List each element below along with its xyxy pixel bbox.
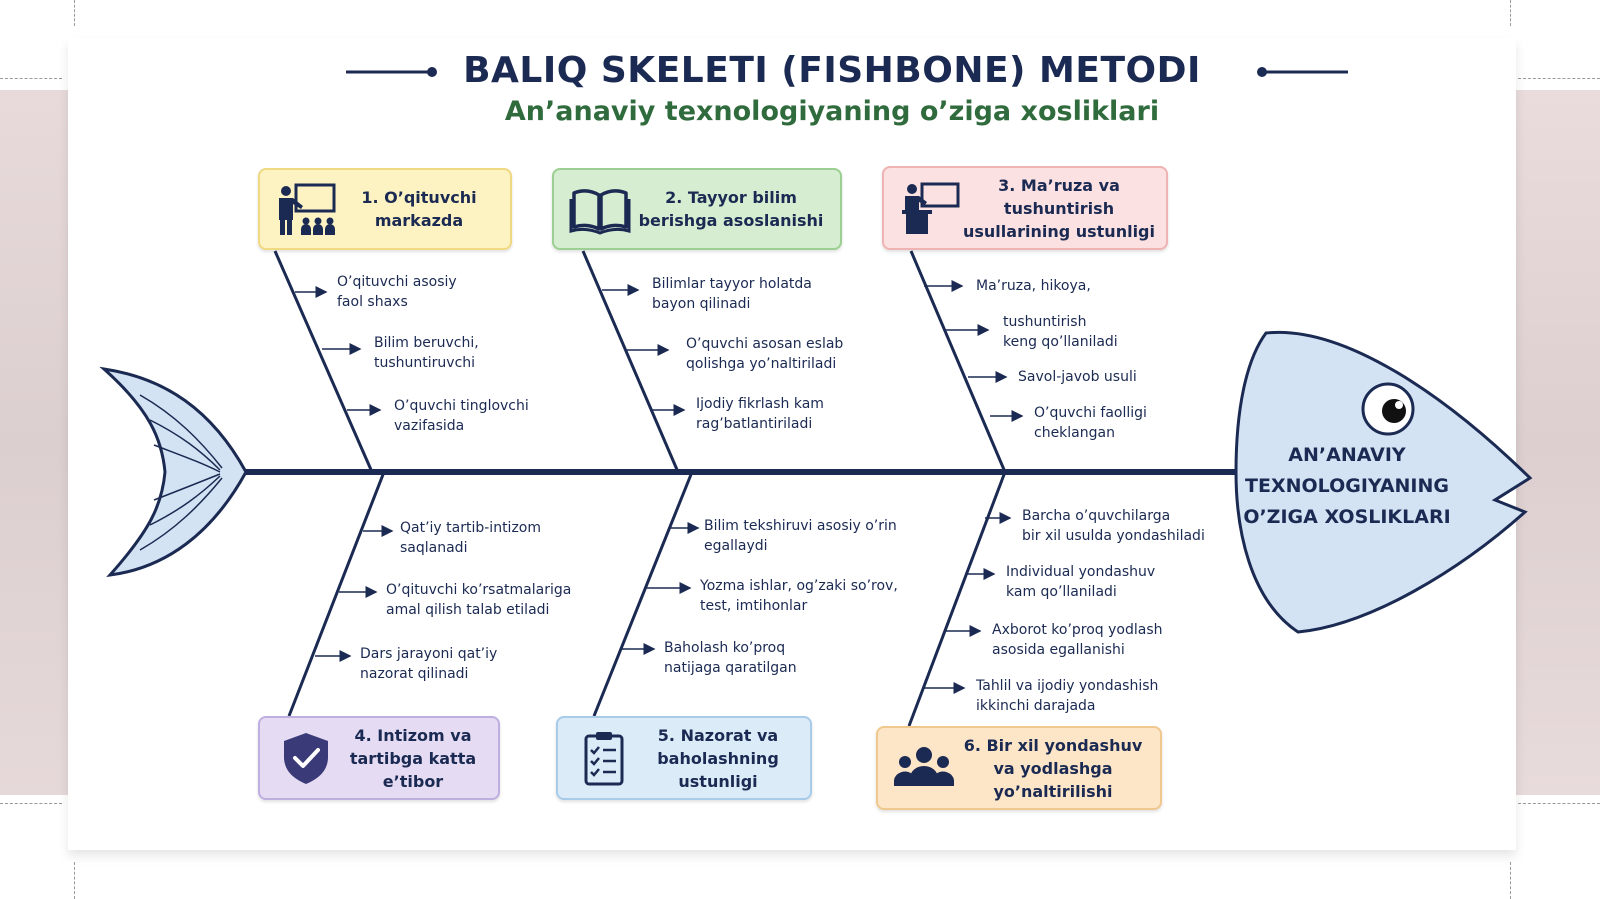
right-backdrop [1510,90,1600,795]
fish-tail [99,366,248,577]
crop-mark [1518,78,1600,79]
shield-check-icon [284,733,328,784]
crop-mark [74,862,75,899]
bone-item: Yozma ishlar, og’zaki so’rov,test, imtih… [700,578,898,614]
crop-mark [74,0,75,26]
left-backdrop [0,90,70,795]
bone-6 [907,471,1012,727]
bone-3 [909,250,1024,473]
bone-4 [287,471,394,717]
head-line: TEXNOLOGIYANING [1245,475,1449,497]
bone-item: Bilim beruvchi,tushuntiruvchi [374,335,479,371]
fish-head [1234,330,1533,634]
head-line: AN’ANAVIY [1288,444,1406,466]
teacher-board-icon [279,183,336,235]
crop-mark [0,803,62,804]
crop-mark [1510,862,1511,899]
open-book-icon [569,189,631,235]
fish-eye-icon [1361,382,1415,436]
bone-5 [592,471,700,717]
bone-1 [273,250,382,473]
title-block: BALIQ SKELETI (FISHBONE) METODI An’anavi… [0,0,1600,140]
group-people-icon [894,747,954,786]
fish-head-label: AN’ANAVIY TEXNOLOGIYANING O’ZIGA XOSLIKL… [1228,440,1466,533]
clipboard-checklist-icon [584,732,624,786]
bone-item: Savol-javob usuli [1018,369,1137,385]
crop-mark [1510,0,1511,26]
page-subtitle: An’anaviy texnologiyaning o’ziga xoslikl… [504,96,1160,127]
head-line: O’ZIGA XOSLIKLARI [1243,506,1451,528]
crop-mark [1518,803,1600,804]
crop-mark [0,78,62,79]
bone-2 [581,250,686,473]
lecturer-icon [902,182,960,234]
title-decoration-right [1257,67,1348,77]
bone-item: Ma’ruza, hikoya, [976,278,1091,294]
title-decoration-left [346,67,437,77]
page-title: BALIQ SKELETI (FISHBONE) METODI [463,50,1201,91]
